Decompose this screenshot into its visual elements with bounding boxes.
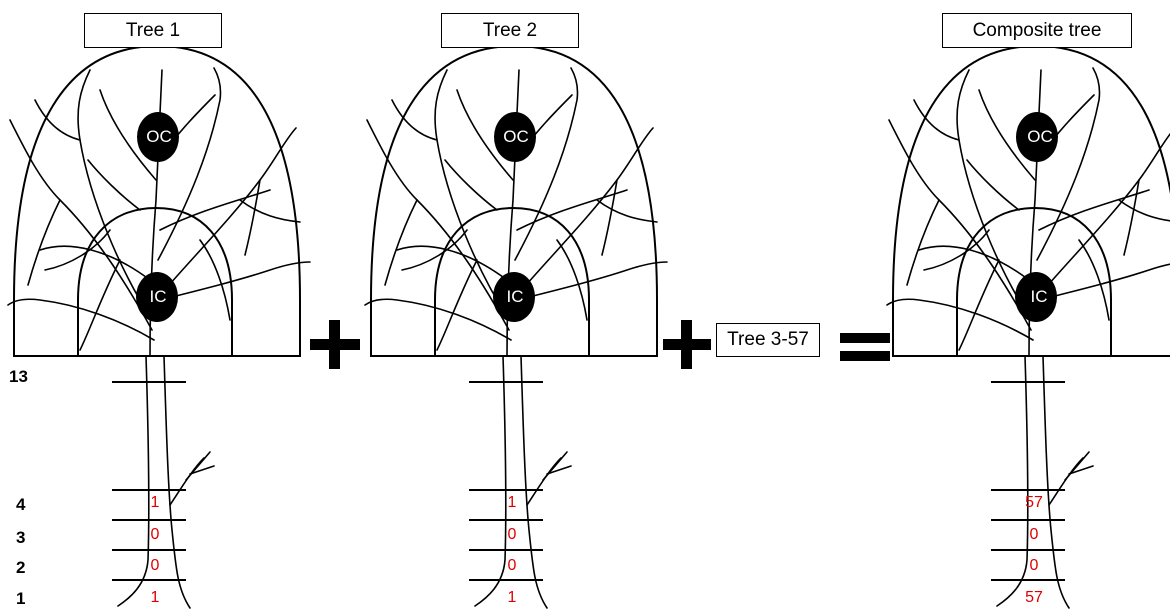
tree-2-branch-10 [456,89,514,181]
tree-2-branch-8 [516,261,668,301]
tree-1-count-level-1: 1 [150,589,160,606]
tree-1-drawing [7,44,311,609]
tree-2-branch-15 [391,99,438,141]
composite-tree-branch-2 [888,119,1032,331]
level-label-3: 3 [16,528,26,547]
level-label-13: 13 [9,367,28,386]
composite-tree-branch-10 [978,89,1036,181]
tree-1-branch-18 [199,239,231,321]
composite-tree-title: Composite tree [942,13,1132,48]
tree-1-branch-12 [79,259,121,351]
ic-label-tree-1: IC [149,287,167,306]
oc-label-tree-2: OC [503,127,529,146]
tree-2-side-twig-1 [542,451,568,481]
composite-count-level-1: 57 [1025,589,1043,606]
level-label-2: 2 [16,558,26,577]
tree-1-branch-13 [27,199,61,286]
tree-1-count-level-2: 0 [150,557,160,574]
tree-1-count-level-3: 0 [150,526,160,543]
tree-1-branch-5 [157,67,222,261]
tree-2-branch-4 [512,127,654,301]
composite-tree-drawing [886,44,1170,609]
tree-2-count-level-2: 0 [507,557,517,574]
tree-1-branch-8 [159,261,311,301]
tree-1-branch-19 [87,159,141,211]
level-label-4: 4 [16,495,26,514]
tree-1-title: Tree 1 [84,13,222,48]
composite-count-level-4: 57 [1025,494,1043,511]
tree-1-branch-15 [34,99,81,141]
tree-2-title: Tree 2 [441,13,579,48]
tree-2-branch-9 [396,245,508,281]
composite-count-level-3: 0 [1029,526,1039,543]
composite-tree-branch-15 [913,99,960,141]
oc-label-composite: OC [1027,127,1053,146]
ic-label-composite: IC [1030,287,1048,306]
tree-1-side-twig-2 [189,465,215,475]
tree-2-oc-circle [494,112,536,162]
tree-1-branch-10 [99,89,157,181]
tree-1-branch-2 [9,119,153,331]
composite-tree-branch-16 [1118,199,1170,222]
tree-2-branch-5 [514,67,579,261]
tree-2-trunk-left [474,355,507,607]
tree-1-branch-6 [159,189,271,231]
composite-tree-branch-13 [906,199,940,286]
composite-tree-branch-4 [1034,132,1170,301]
tree-1-branch-16 [239,199,301,223]
composite-tree-branch-19 [966,159,1020,211]
tree-2-branch-13 [384,199,418,286]
tree-2-branch-6 [516,189,628,231]
tree-2-drawing [364,44,668,609]
level-label-1: 1 [16,589,26,608]
ic-label-tree-2: IC [506,287,524,306]
tree-2-branch-19 [444,159,498,211]
tree-2-branch-2 [366,119,510,331]
tree-2-branch-17 [401,229,468,271]
tree-1-branch-4 [155,127,297,301]
tree-1-branch-9 [39,245,151,281]
composite-tree-oc-circle [1016,112,1058,162]
composite-tree-side-twig-1 [1064,451,1090,481]
tree-2-branch-12 [436,259,478,351]
tree-2-side-twig-2 [546,465,572,475]
tree-3-57-box: Tree 3-57 [716,323,820,357]
composite-tree-branch-6 [1038,189,1150,231]
tree-2-branch-7 [364,298,512,341]
tree-1-branch-17 [44,229,111,271]
tree-2-branch-18 [556,239,588,321]
tree-2-count-level-4: 1 [507,494,517,511]
tree-2-branch-16 [596,199,658,223]
composite-tree-side-twig-2 [1068,465,1094,475]
composite-tree-branch-8 [1038,263,1170,301]
composite-tree-branch-7 [886,298,1034,341]
composite-tree-branch-9 [918,245,1030,281]
tree-2-ic-circle [493,272,535,322]
composite-tree-branch-14 [1123,179,1140,256]
composite-tree-trunk-left [996,355,1029,607]
tree-1-side-twig-1 [185,451,211,481]
tree-2-branch-3 [434,69,510,321]
tree-1-ic-circle [136,272,178,322]
tree-2-count-level-1: 1 [507,589,517,606]
tree-1-count-level-4: 1 [150,494,160,511]
composite-tree-ic-circle [1015,272,1057,322]
tree-1-branch-14 [244,179,261,256]
composite-tree-branch-12 [958,259,1000,351]
composite-tree-branch-3 [956,69,1032,321]
tree-1-trunk-left [117,355,150,607]
tree-1-oc-circle [137,112,179,162]
tree-2-count-level-3: 0 [507,526,517,543]
composite-count-level-2: 0 [1029,557,1039,574]
tree-2-branch-14 [601,179,618,256]
composite-tree-branch-18 [1078,239,1110,321]
tree-1-branch-7 [7,298,155,341]
composite-tree-branch-5 [1036,67,1101,261]
tree-1-branch-3 [77,69,153,321]
oc-label-tree-1: OC [146,127,172,146]
composite-tree-branch-17 [923,229,990,271]
